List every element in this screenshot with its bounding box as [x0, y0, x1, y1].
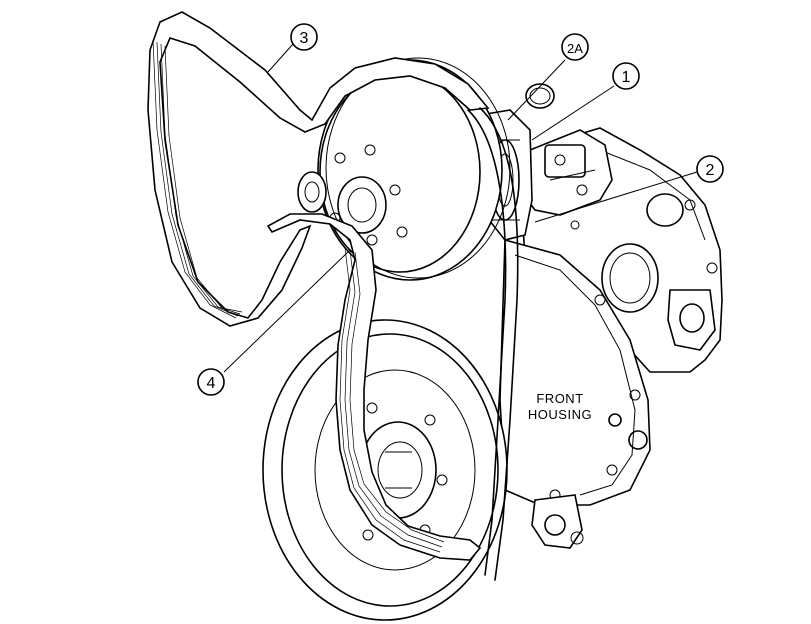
belt-4: [266, 213, 482, 561]
callout-3-label: 3: [300, 30, 309, 47]
callout-1: 1: [612, 62, 640, 90]
retaining-ring-2a: [525, 83, 555, 109]
callout-2-label: 2: [706, 162, 715, 179]
callout-2a: 2A: [561, 33, 589, 61]
crankshaft-pulley: [262, 319, 508, 621]
callout-3: 3: [290, 23, 318, 51]
callout-4: 4: [197, 368, 225, 396]
left-mount-boss: [297, 171, 327, 213]
callout-2: 2: [696, 155, 724, 183]
leader-lines: [223, 43, 698, 373]
front-housing-label-line1: FRONT: [536, 391, 583, 406]
alternator-bracket: [519, 129, 613, 216]
callout-4-label: 4: [207, 375, 216, 392]
belt-3: [147, 11, 490, 327]
front-housing-label: FRONT HOUSING: [528, 391, 592, 422]
callout-1-label: 1: [622, 69, 631, 86]
front-housing-label-line2: HOUSING: [528, 407, 592, 422]
callout-2a-label: 2A: [567, 41, 583, 56]
drive-belt: [467, 107, 519, 581]
